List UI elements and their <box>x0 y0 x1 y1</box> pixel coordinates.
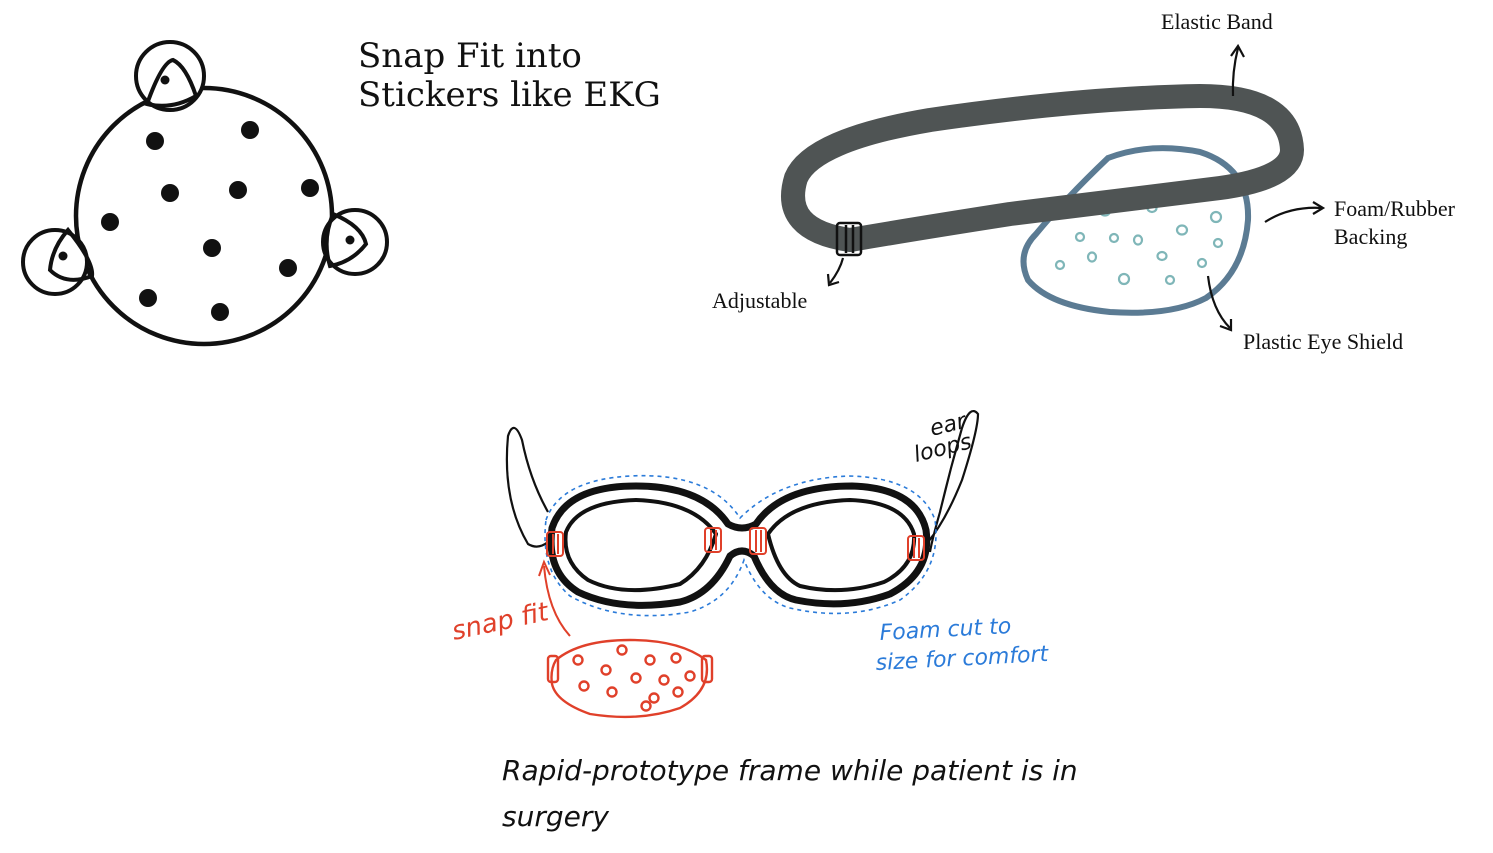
label-ear-line2: loops <box>911 429 974 467</box>
goggle-frame <box>551 486 927 605</box>
goggle-sketch: ear loops snap fit Foam cut to size for … <box>449 408 1077 833</box>
label-foam-cut-line2: size for comfort <box>875 642 1050 676</box>
caption-line1: Rapid-prototype frame while patient is i… <box>502 754 1078 787</box>
elastic-band <box>793 96 1292 240</box>
label-foam-line1: Foam/Rubber <box>1334 196 1456 221</box>
label-adjustable: Adjustable <box>712 288 807 313</box>
foam-pad <box>548 640 712 717</box>
caption-line2: surgery <box>502 800 609 833</box>
label-snap-fit: snap fit <box>449 597 552 647</box>
snap-nub-right <box>323 210 387 274</box>
snap-nub-top <box>136 42 204 110</box>
plastic-eye-shield <box>1024 148 1249 313</box>
ear-loop-left <box>507 428 548 547</box>
band-sketch: Elastic Band Adjustable Foam/Rubber Back… <box>712 9 1456 354</box>
label-foam-line2: Backing <box>1334 224 1407 249</box>
arrow-adjustable <box>828 258 843 285</box>
arrow-foam-backing <box>1265 202 1323 222</box>
sticker-title-line1: Snap Fit into <box>358 36 582 76</box>
adhesive-dots <box>101 121 319 321</box>
label-elastic-band: Elastic Band <box>1161 9 1273 34</box>
sticker-sketch: Snap Fit into Stickers like EKG <box>23 36 661 344</box>
label-plastic-shield: Plastic Eye Shield <box>1243 329 1403 354</box>
sticker-title-line2: Stickers like EKG <box>358 75 661 115</box>
label-foam-cut-line1: Foam cut to <box>879 614 1012 646</box>
snap-nub-left <box>23 230 92 294</box>
